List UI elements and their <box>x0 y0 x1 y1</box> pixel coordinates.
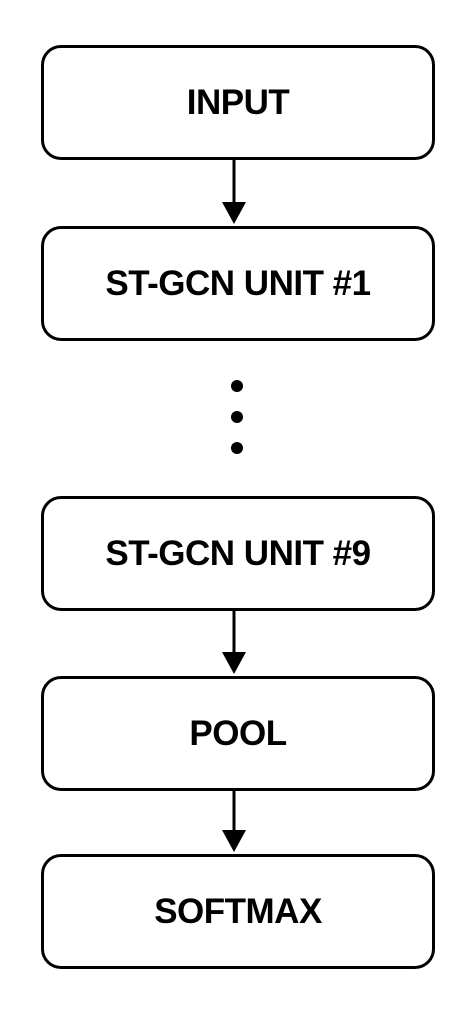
node-input: INPUT <box>41 45 435 160</box>
node-st-gcn-unit-9: ST-GCN UNIT #9 <box>41 496 435 611</box>
node-input-label: INPUT <box>186 82 290 122</box>
node-pool-label: POOL <box>189 713 287 753</box>
ellipsis-dot <box>231 380 243 392</box>
node-softmax-label: SOFTMAX <box>154 891 322 931</box>
arrow-pool-to-softmax <box>222 791 246 852</box>
node-pool: POOL <box>41 676 435 791</box>
node-softmax: SOFTMAX <box>41 854 435 969</box>
arrow-input-to-unit1 <box>222 160 246 224</box>
arrow-unit9-to-pool <box>222 611 246 674</box>
ellipsis-dots <box>231 380 243 454</box>
ellipsis-dot <box>231 442 243 454</box>
node-st-gcn-unit-1: ST-GCN UNIT #1 <box>41 226 435 341</box>
ellipsis-dot <box>231 411 243 423</box>
node-st-gcn-unit-1-label: ST-GCN UNIT #1 <box>105 263 371 303</box>
node-st-gcn-unit-9-label: ST-GCN UNIT #9 <box>105 533 371 573</box>
